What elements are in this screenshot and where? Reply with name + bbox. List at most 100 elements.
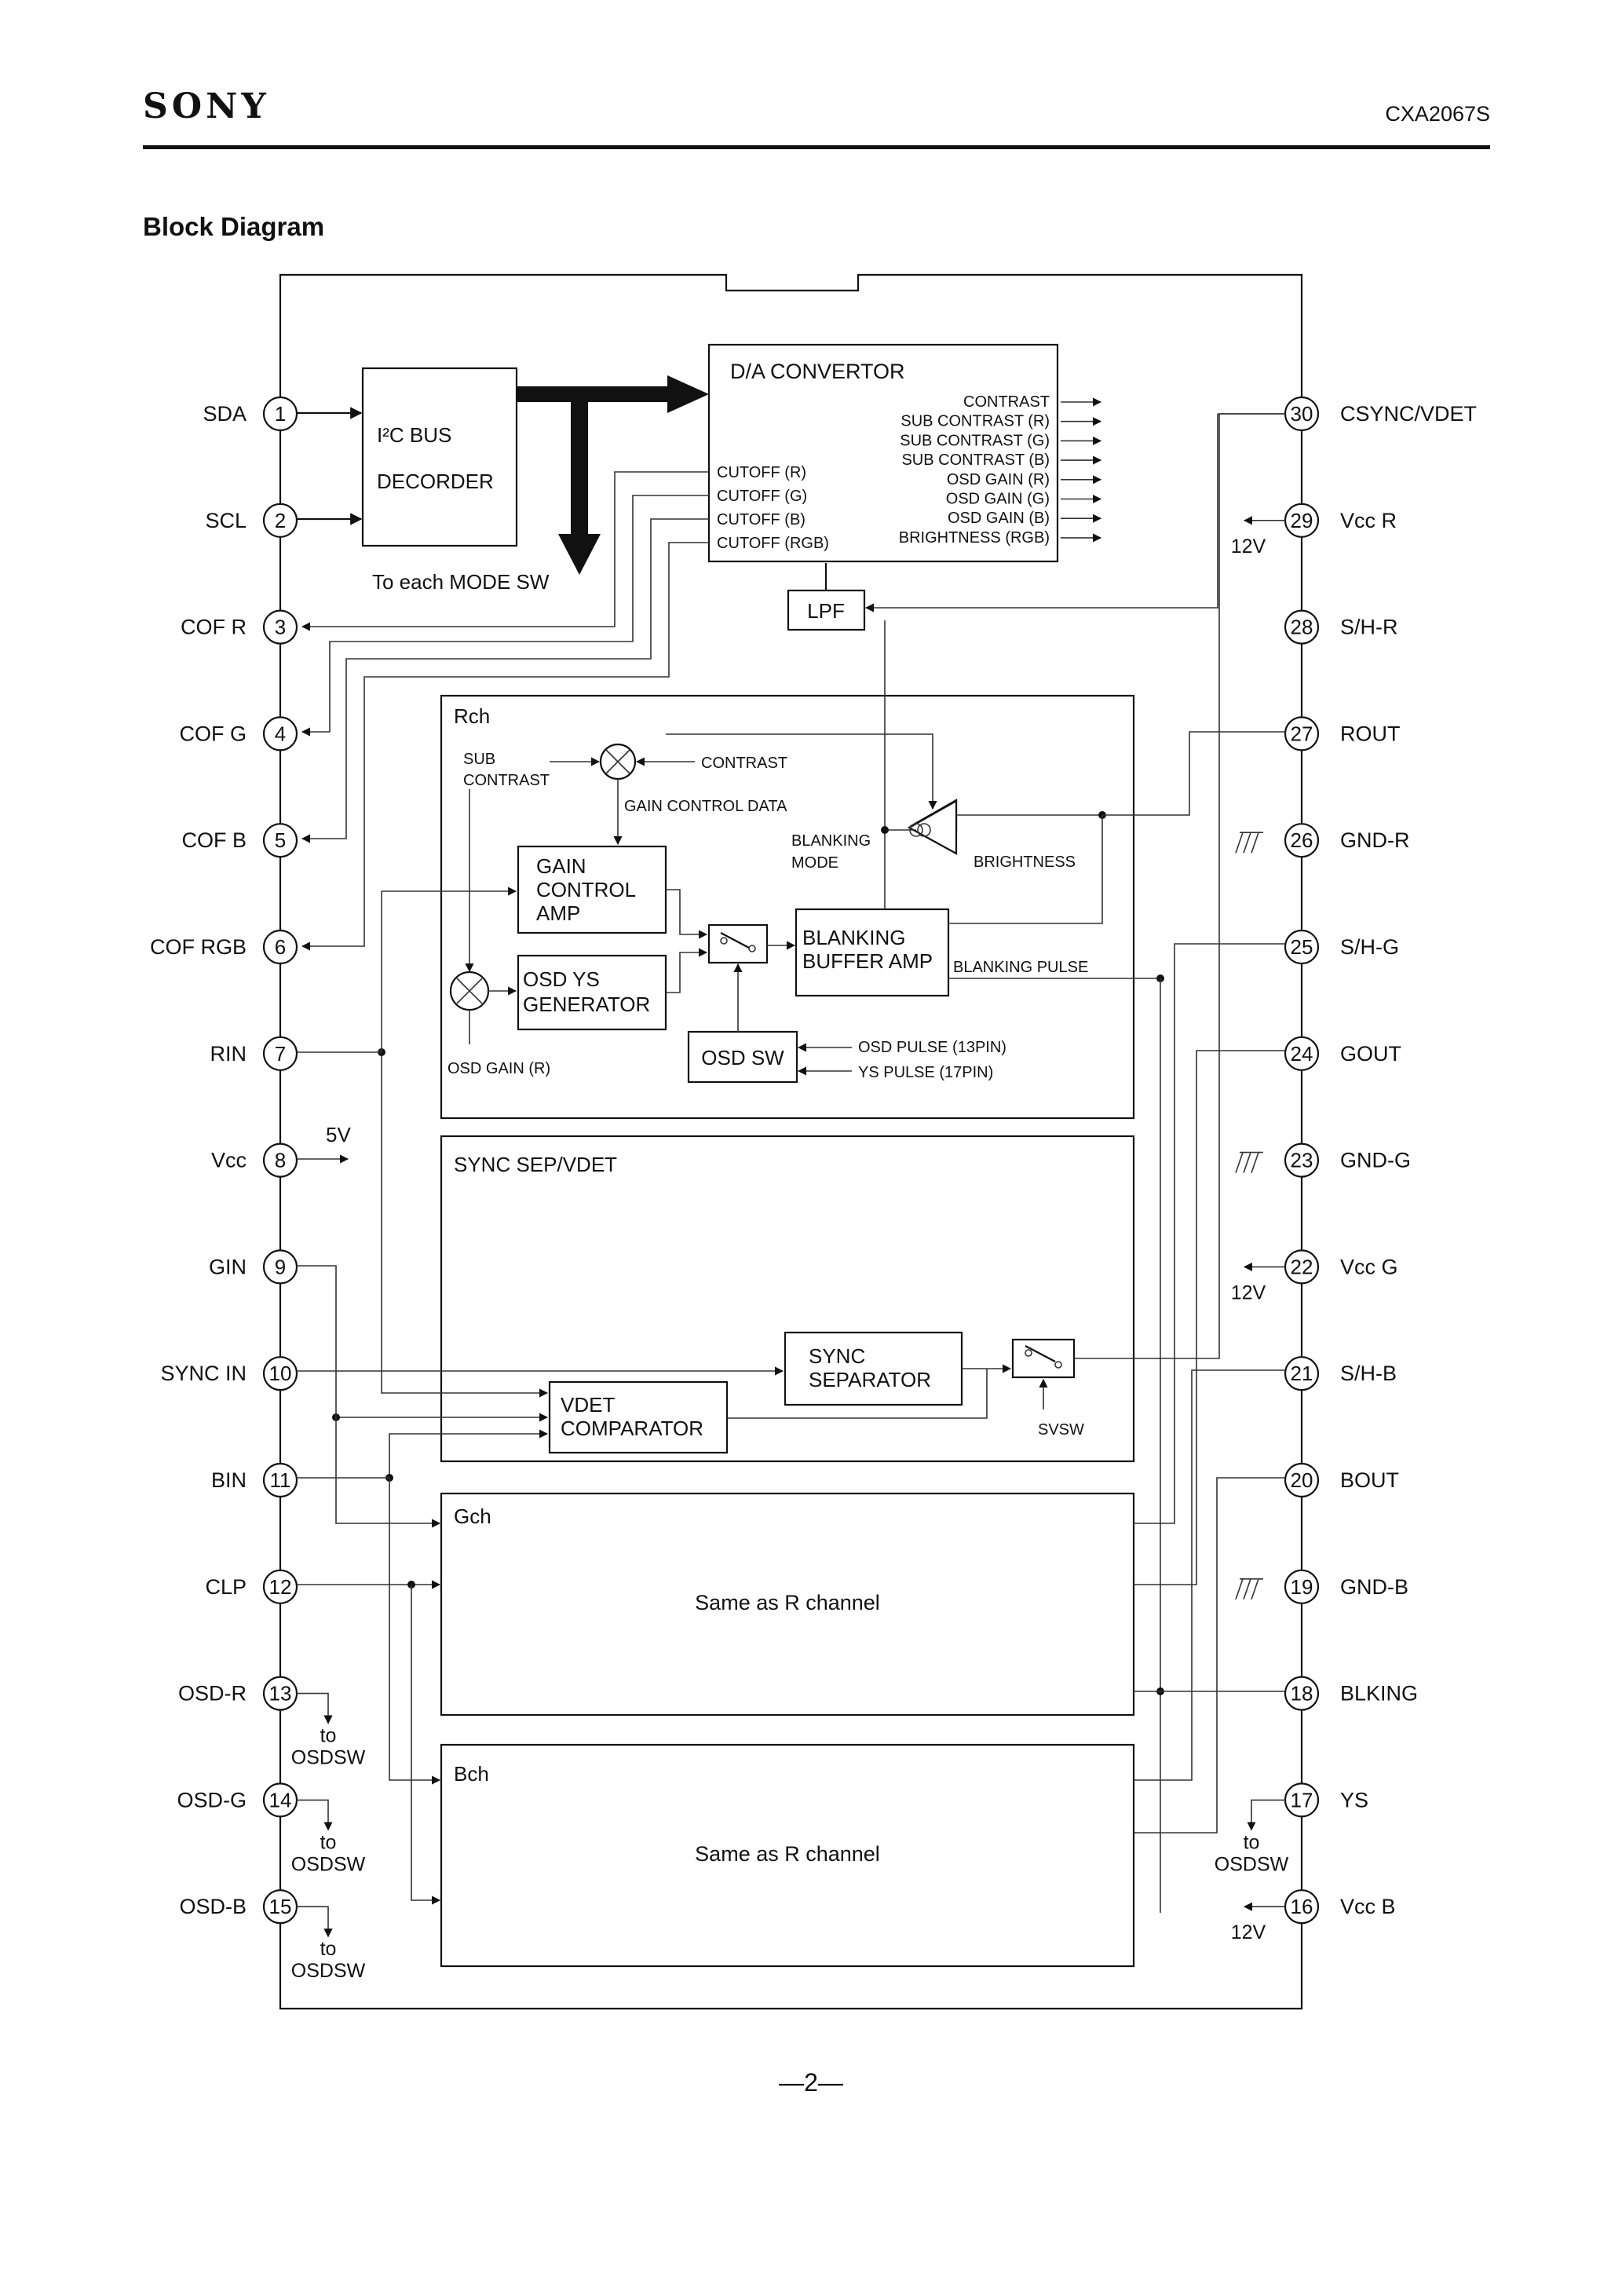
gch-same-label: Same as R channel [695,1591,880,1614]
pin-29-number: 29 [1291,509,1313,532]
sony-logo: SONY [143,86,270,126]
pin-20-label: BOUT [1340,1468,1399,1492]
vdet-comparator-1: VDET [561,1393,615,1417]
sync-separator-1: SYNC [809,1344,865,1368]
pin-9-circle [262,1249,298,1285]
pin-2-circle [262,503,298,538]
ground-icon-stroke [1251,1152,1259,1173]
da-inputs: CUTOFF (R)CUTOFF (G)CUTOFF (B)CUTOFF (RG… [717,464,829,552]
pin-8-circle [262,1143,298,1178]
da-output-label: OSD GAIN (G) [946,491,1050,508]
ground-icon-stroke [1251,832,1259,854]
header-rule [143,145,1490,149]
bch-block [440,1743,1135,1968]
section-title: Block Diagram [143,212,325,241]
pin-23-circle [1284,1143,1320,1178]
sub-contrast-1: SUB [463,751,495,768]
pin-16-number: 16 [1291,1895,1313,1918]
osdsw-label: OSDSW [1215,1853,1289,1875]
ground-icon-stroke [1235,832,1244,854]
pin-18-circle [1284,1676,1320,1711]
pin-30-number: 30 [1291,402,1313,426]
mode-sw-arrow [558,402,601,575]
mode-sw-label: To each MODE SW [372,570,550,594]
to-label: to [320,1725,337,1747]
page-number: —2— [779,2068,843,2097]
pin-19-label: GND-B [1340,1575,1408,1599]
da-convertor-block [707,343,1059,563]
pin-22-number: 22 [1291,1255,1313,1278]
blanking-mode-1: BLANKING [791,832,871,850]
osdsw-arrow [297,1799,333,1831]
pin-5-label: COF B [181,828,247,852]
pin-9-label: GIN [209,1255,247,1278]
pin-6-label: COF RGB [150,935,247,959]
part-number: CXA2067S [1385,102,1490,126]
pin-17-label: YS [1340,1788,1368,1812]
pin-5-circle [262,823,298,858]
sync-separator-2: SEPARATOR [809,1368,931,1391]
ground-icon-stroke [1235,1152,1244,1173]
pin-29-label: Vcc R [1340,509,1397,532]
pin-13-number: 13 [269,1682,292,1706]
pin-22-label: Vcc G [1340,1255,1398,1278]
pin-11-circle [262,1462,298,1498]
pin-24-number: 24 [1291,1042,1313,1066]
pin-8-number: 8 [275,1149,286,1172]
pin-18-number: 18 [1291,1682,1313,1706]
pin-6-number: 6 [275,935,286,959]
bus-arrow [517,375,709,413]
da-input-label: CUTOFF (R) [717,464,806,481]
da-output-label: OSD GAIN (B) [948,510,1050,527]
pin-6-circle [262,929,298,965]
pin-20-circle [1284,1462,1320,1498]
blanking-buffer-amp-block [795,908,950,997]
ground-icon-stroke [1251,1578,1259,1600]
osd-ys-2: GENERATOR [523,993,650,1016]
pin-5-number: 5 [275,828,286,852]
da-input-label: CUTOFF (G) [717,488,807,505]
to-label: to [320,1938,337,1960]
pin-12-label: CLP [205,1575,247,1599]
bch-same-label: Same as R channel [695,1842,880,1866]
pin-7-circle [262,1036,298,1071]
contrast-in-label: CONTRAST [701,755,787,772]
pin-19-circle [1284,1569,1320,1604]
pin-26-number: 26 [1291,828,1313,852]
gain-amp-1: GAIN [536,854,586,878]
pin-25-label: S/H-G [1340,935,1399,959]
da-output-label: SUB CONTRAST (B) [901,452,1050,469]
i2c-line2: DECORDER [377,470,494,493]
v5-label: 5V [326,1123,351,1146]
pin-20-number: 20 [1291,1468,1313,1492]
blanking-buffer-2: BUFFER AMP [802,949,933,973]
osdsw-arrow [297,1906,333,1938]
pin-4-circle [262,716,298,751]
pin-4-label: COF G [180,722,247,745]
osd-ys-generator-block [517,954,667,1031]
v12-label: 12V [1231,536,1266,558]
osdsw-label: OSDSW [291,1853,366,1875]
pin-21-number: 21 [1291,1362,1313,1385]
sync-sep-vdet-label: SYNC SEP/VDET [454,1153,617,1176]
rch-block [440,694,1135,1120]
pin-27-number: 27 [1291,722,1313,745]
pin-4-number: 4 [275,722,286,745]
pin-12-number: 12 [269,1575,292,1599]
pin-15-label: OSD-B [179,1895,247,1918]
pin-18-label: BLKING [1340,1682,1418,1706]
sync-separator-block [784,1331,963,1406]
da-input-label: CUTOFF (B) [717,511,806,528]
gain-control-data-label: GAIN CONTROL DATA [624,798,787,815]
pin-13-label: OSD-R [178,1682,247,1706]
pin-24-label: GOUT [1340,1042,1401,1066]
v12-label: 12V [1231,1921,1266,1943]
pin-2-number: 2 [275,509,286,532]
i2c-decoder-block [361,367,518,547]
pin-30-label: CSYNC/VDET [1340,402,1477,426]
i2c-line1: I²C BUS [377,423,451,447]
output-switch [707,923,769,964]
